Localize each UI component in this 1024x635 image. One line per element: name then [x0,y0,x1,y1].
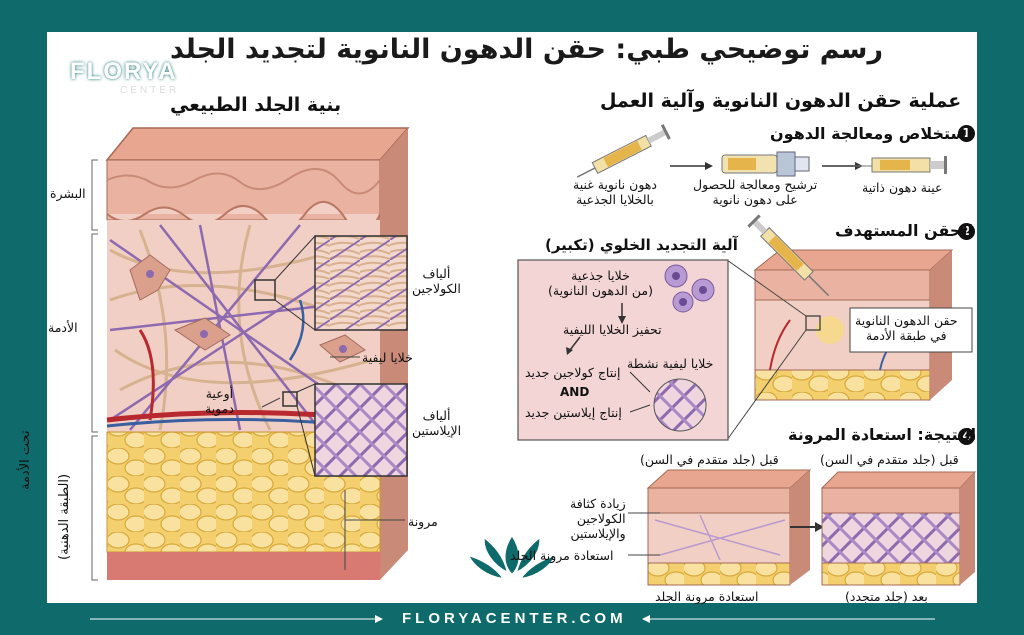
label-elasticity: مرونة [408,514,438,529]
label-fibroblasts: خلايا ليفية [362,350,413,365]
right-heading: عملية حقن الدهون النانوية وآلية العمل [600,90,962,112]
step2-injection-label: حقن الدهون النانوية في طبقة الأدمة [855,313,958,343]
step4-restore: استعادة مرونة الجلد [510,548,614,563]
label-collagen: ألياف الكولاجين [412,266,461,296]
label-hypodermis-sub: (الطبقة الدهنية) [57,473,72,560]
mechanism-active: خلايا ليفية نشطة [627,356,714,371]
step2-title: الحقن المستهدف [835,221,973,240]
label-vessels: أوعية دموية [205,386,234,416]
step4-before-right: قبل (جلد متقدم في السن) [820,452,959,467]
mechanism-box [517,259,729,441]
step4-number: 4 [958,428,975,445]
step2-graphics [726,214,973,441]
step1-filter: ترشيح ومعالجة للحصول على دهون نانوية [693,177,818,207]
step1-title: استخلاص ومعالجة الدهون [770,124,972,143]
mechanism-activate: تحفيز الخلايا الليفية [563,322,662,337]
mechanism-elastin: إنتاج إيلاستين جديد [525,405,622,420]
label-dermis: الأدمة [48,320,78,335]
mechanism-and: AND [560,385,590,399]
florya-lotus-logo [466,533,558,581]
step1-number: 1 [958,125,975,142]
step4-after: بعد (جلد متجدد) [845,589,928,604]
label-elastin: ألياف الإيلاستين [412,408,462,438]
watermark-brand: FLORYA [70,58,178,85]
footer-bar-lines [90,615,935,623]
step4-title: النتيجة: استعادة المرونة [788,425,977,444]
page-title: رسم توضيحي طبي: حقن الدهون النانوية لتجد… [170,34,884,65]
step1-graphics [576,124,947,178]
label-epidermis: البشرة [50,186,86,201]
step4-graphics [628,469,977,586]
step4-before-left: قبل (جلد متقدم في السن) [640,452,779,467]
label-hypodermis: تحت الأدمة [18,430,33,490]
mechanism-stem: خلايا جذعية (من الدهون النانوية) [548,268,653,298]
mechanism-collagen: إنتاج كولاجين جديد [525,365,621,380]
footer-url: FLORYACENTER.COM [402,610,627,627]
left-heading: بنية الجلد الطبيعي [170,94,342,116]
step2-number: 2 [958,223,975,240]
step4-density: زيادة كثافة الكولاجين والإيلاستين [570,496,626,541]
mechanism-title: آلية التجديد الخلوي (تكبير) [545,236,738,254]
step1-sample: عينة دهون ذاتية [862,180,943,195]
step1-nanofat: دهون نانوية غنية بالخلايا الجذعية [573,177,657,207]
step4-bottom-left: استعادة مرونة الجلد [655,589,759,604]
skin-cross-section [91,127,410,581]
watermark-sub: CENTER [120,85,180,96]
